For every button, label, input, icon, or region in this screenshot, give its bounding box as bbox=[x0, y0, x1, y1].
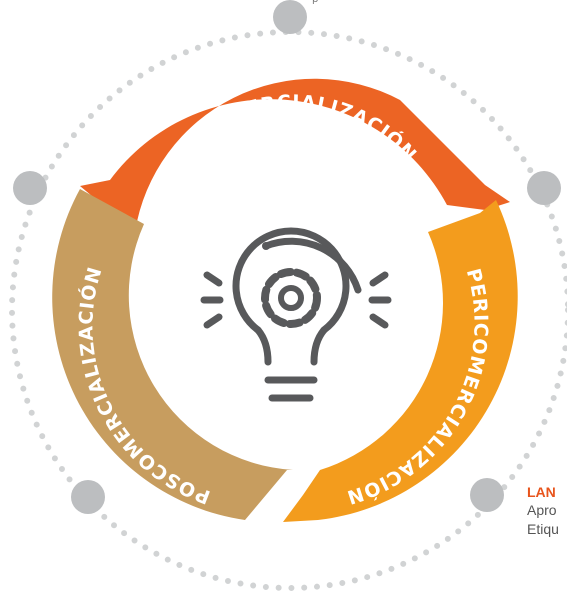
side-note-line-1: Apro bbox=[527, 502, 557, 518]
side-note-line-2: Etiqu bbox=[527, 521, 559, 537]
orbit-node-bottom-right bbox=[470, 478, 504, 512]
orbit-node-right bbox=[527, 171, 561, 205]
segment-pericomercializacion bbox=[283, 200, 518, 522]
dotted-orbit-ring bbox=[9, 29, 567, 591]
lightbulb-gear-icon bbox=[200, 227, 392, 402]
orbit-node-bottom-left bbox=[71, 480, 105, 514]
top-cropped-text: p bbox=[312, 0, 318, 5]
side-note-title: LAN bbox=[527, 484, 556, 500]
orbit-node-left bbox=[13, 171, 47, 205]
segment-precomercializacion bbox=[80, 78, 510, 233]
orbit-node-top bbox=[273, 0, 307, 34]
segment-poscomercializacion bbox=[52, 189, 293, 520]
